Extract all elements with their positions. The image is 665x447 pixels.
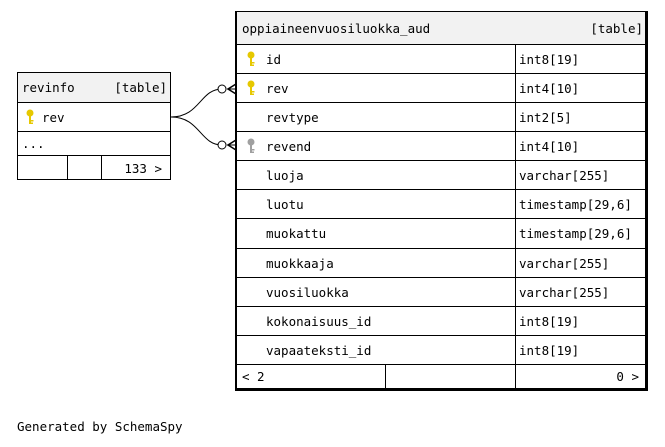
- table-tag: [table]: [114, 80, 167, 95]
- column-row[interactable]: rev int4[10]: [237, 73, 645, 102]
- table-revinfo[interactable]: revinfo [table] rev ... 133 >: [17, 72, 171, 180]
- column-type: varchar[255]: [519, 284, 610, 300]
- column-row[interactable]: rev: [18, 102, 170, 131]
- column-name[interactable]: muokattu: [266, 226, 327, 241]
- column-row[interactable]: luotu timestamp[29,6]: [237, 189, 645, 218]
- column-name[interactable]: muokkaaja: [266, 255, 334, 271]
- column-row[interactable]: muokattu timestamp[29,6]: [237, 218, 645, 248]
- connector-rev-revend: [170, 116, 223, 146]
- column-type: varchar[255]: [519, 255, 610, 271]
- column-name[interactable]: revend: [266, 138, 312, 154]
- table-name[interactable]: revinfo: [22, 80, 75, 95]
- column-type: int8[19]: [519, 51, 580, 67]
- zero-or-many-marker: [217, 140, 227, 150]
- column-type: int8[19]: [519, 342, 580, 358]
- column-row[interactable]: vapaateksti_id int8[19]: [237, 335, 645, 364]
- column-name[interactable]: vuosiluokka: [266, 284, 349, 300]
- column-row[interactable]: luoja varchar[255]: [237, 160, 645, 189]
- column-row[interactable]: vuosiluokka varchar[255]: [237, 277, 645, 306]
- column-name[interactable]: rev: [42, 109, 65, 125]
- column-name[interactable]: rev: [266, 80, 289, 96]
- column-name[interactable]: luotu: [266, 196, 304, 212]
- ellipsis-row: ...: [18, 131, 170, 155]
- foreign-key-icon: [247, 138, 255, 153]
- children-count-link[interactable]: 133 >: [124, 160, 162, 176]
- primary-key-icon: [26, 109, 34, 124]
- table-footer: 133 >: [18, 155, 170, 180]
- column-type: int8[19]: [519, 313, 580, 329]
- table-header[interactable]: revinfo [table]: [18, 73, 170, 102]
- column-type: varchar[255]: [519, 167, 610, 183]
- table-header[interactable]: oppiaineenvuosiluokka_aud [table]: [237, 12, 645, 44]
- connector-rev-rev: [170, 88, 223, 118]
- primary-key-icon: [247, 51, 255, 66]
- column-name[interactable]: revtype: [266, 109, 319, 125]
- column-type: timestamp[29,6]: [519, 226, 632, 241]
- column-row[interactable]: kokonaisuus_id int8[19]: [237, 306, 645, 335]
- table-tag: [table]: [590, 20, 643, 36]
- column-type: timestamp[29,6]: [519, 196, 632, 212]
- column-name[interactable]: luoja: [266, 167, 304, 183]
- primary-key-icon: [247, 80, 255, 95]
- column-type: int4[10]: [519, 80, 580, 96]
- column-row[interactable]: muokkaaja varchar[255]: [237, 248, 645, 277]
- children-count-link[interactable]: 0 >: [616, 369, 639, 384]
- table-oppiaineenvuosiluokka-aud[interactable]: oppiaineenvuosiluokka_aud [table] id int…: [235, 11, 648, 391]
- column-row[interactable]: revend int4[10]: [237, 131, 645, 160]
- ellipsis: ...: [22, 136, 45, 151]
- column-type: int4[10]: [519, 138, 580, 154]
- parents-count-link[interactable]: < 2: [242, 369, 265, 384]
- column-row[interactable]: id int8[19]: [237, 44, 645, 73]
- column-type: int2[5]: [519, 109, 572, 125]
- column-name[interactable]: kokonaisuus_id: [266, 313, 372, 329]
- table-footer: < 2 0 >: [237, 364, 645, 388]
- column-name[interactable]: vapaateksti_id: [266, 342, 372, 358]
- zero-or-many-marker: [217, 84, 227, 94]
- column-row[interactable]: revtype int2[5]: [237, 102, 645, 131]
- column-name[interactable]: id: [266, 51, 282, 67]
- table-name[interactable]: oppiaineenvuosiluokka_aud: [242, 20, 431, 36]
- generated-by-label: Generated by SchemaSpy: [17, 419, 183, 434]
